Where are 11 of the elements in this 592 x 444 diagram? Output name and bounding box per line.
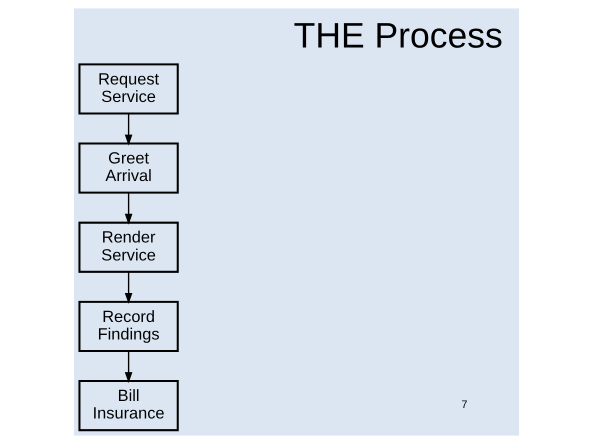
arrow xyxy=(124,114,132,146)
arrow xyxy=(124,272,132,304)
node-box: Greet Arrival xyxy=(78,142,178,194)
label: 7 xyxy=(460,399,467,412)
arrow xyxy=(124,192,132,225)
node-box: Record Findings xyxy=(78,300,178,352)
node-box: Bill Insurance xyxy=(78,380,178,432)
diagram-title: THE Process xyxy=(293,16,502,56)
node-box: Request Service xyxy=(78,63,178,114)
arrow xyxy=(124,351,132,384)
node-box: Render Service xyxy=(78,222,178,273)
